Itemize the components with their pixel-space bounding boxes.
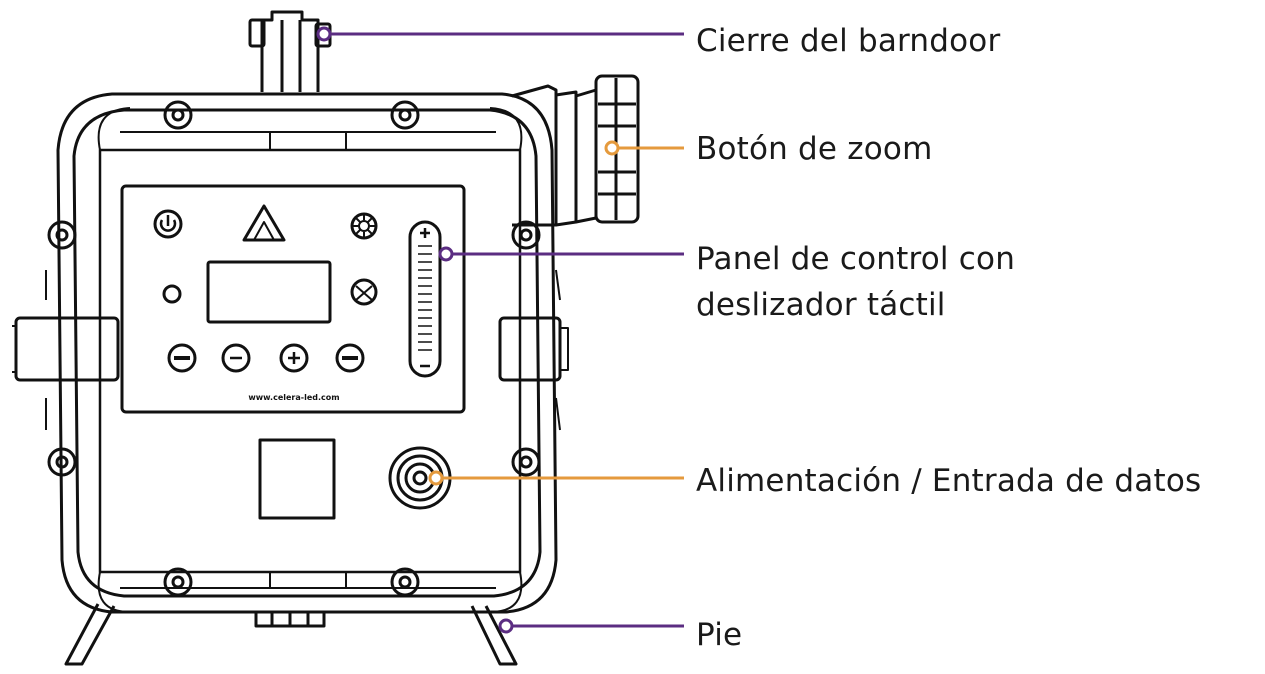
- label-control-panel-line2: deslizador táctil: [696, 287, 946, 323]
- label-control-panel-line1: Panel de control con: [696, 241, 1016, 277]
- panel-display: [206, 260, 332, 324]
- screws: [47, 100, 541, 597]
- minus-button: [221, 343, 251, 373]
- label-barndoor-lock: Cierre del barndoor: [696, 23, 1001, 59]
- label-power-data: Alimentación / Entrada de datos: [696, 463, 1202, 499]
- zoom-knob: [511, 74, 640, 227]
- panel-website: www.celera-led.com: [248, 393, 339, 402]
- plus-button: [279, 343, 309, 373]
- effects-icon: [350, 278, 378, 306]
- indicator-led: [162, 284, 182, 304]
- brand-logo-icon: [242, 204, 286, 242]
- bottom-clip: [254, 610, 326, 628]
- enter-button: [335, 343, 365, 373]
- foot: [64, 603, 518, 666]
- callout-dot-panel: [438, 246, 454, 262]
- callout-dot-power: [428, 470, 444, 486]
- menu-button: [167, 343, 197, 373]
- callout-dot-barndoor: [316, 26, 332, 42]
- label-foot: Pie: [696, 617, 743, 653]
- fixture-housing: [12, 92, 569, 614]
- label-plate: [258, 438, 336, 520]
- callout-dot-foot: [498, 618, 514, 634]
- control-panel: [120, 184, 466, 414]
- barndoor-lock: [248, 10, 332, 92]
- callout-lines: [316, 26, 684, 634]
- touch-slider: [408, 220, 442, 378]
- callout-dot-zoom: [604, 140, 620, 156]
- label-zoom-knob: Botón de zoom: [696, 131, 933, 167]
- power-icon: [153, 209, 183, 239]
